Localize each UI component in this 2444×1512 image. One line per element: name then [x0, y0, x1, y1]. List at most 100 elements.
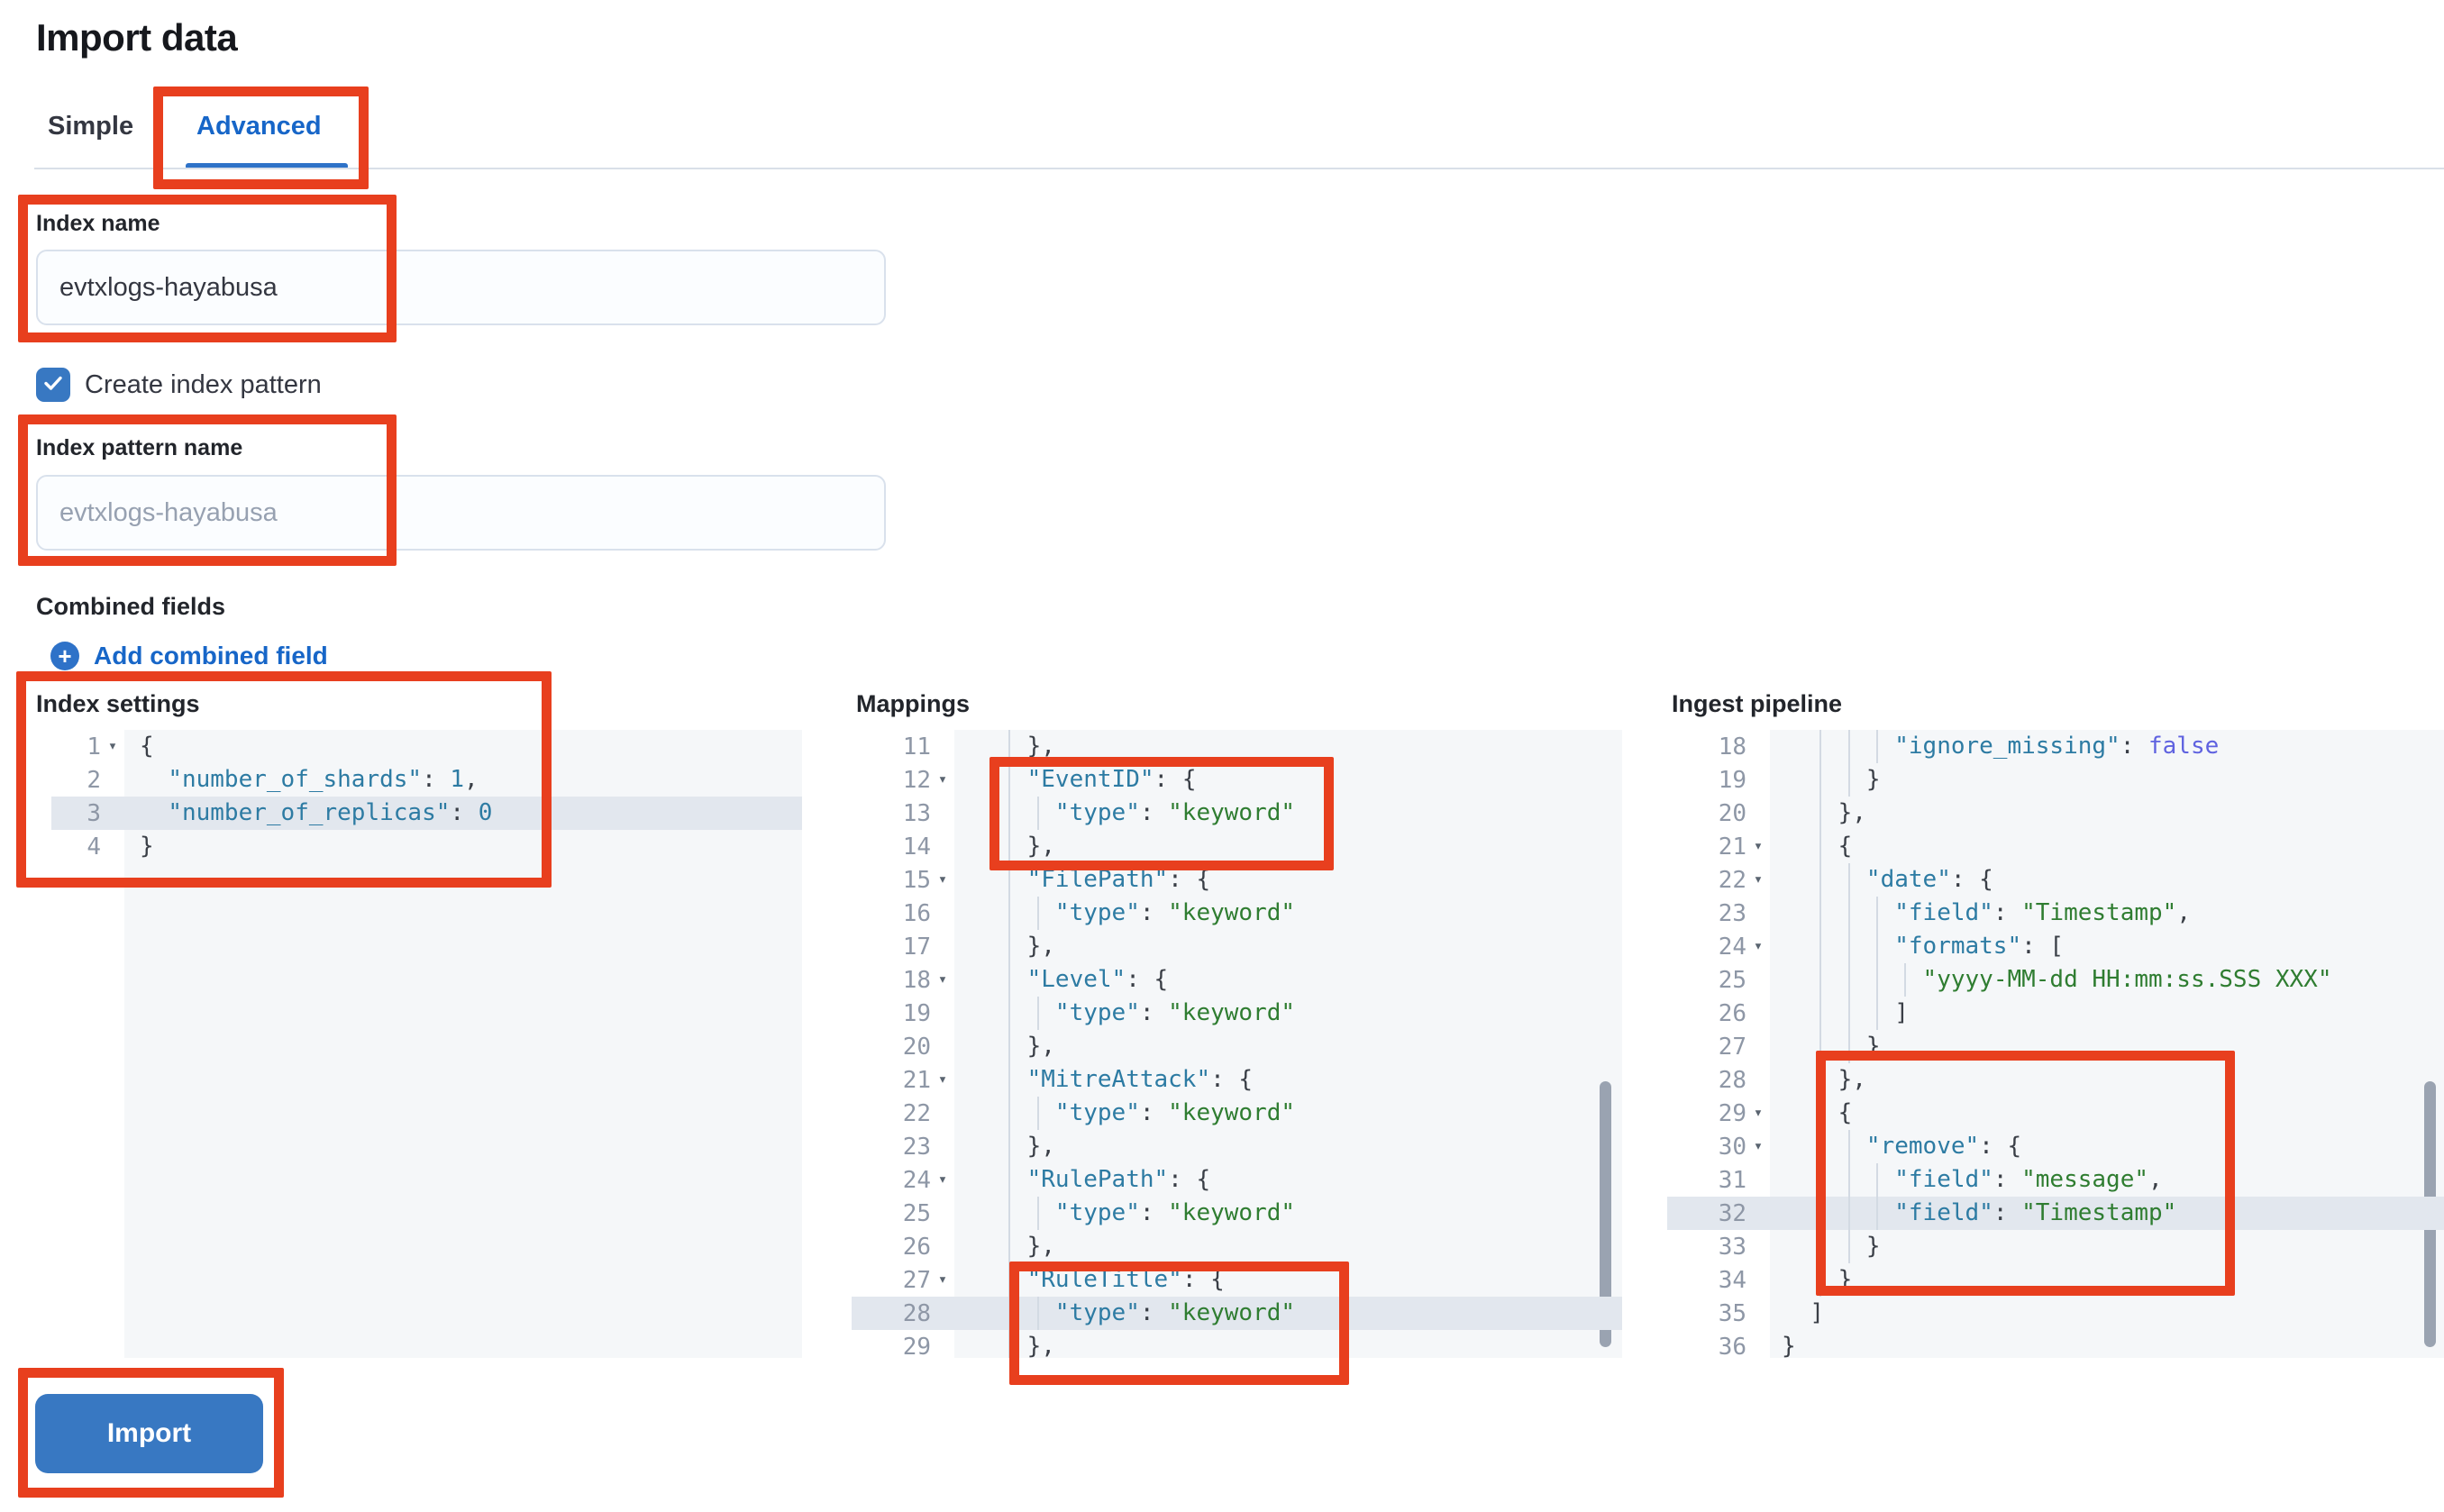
- code-text: "date": {: [1770, 863, 2444, 897]
- code-line-17: 17 },: [852, 930, 1622, 963]
- line-number: 16: [902, 899, 931, 927]
- code-line-22: 22 ▾ "date": {: [1667, 863, 2444, 897]
- fold-arrow-icon[interactable]: ▾: [1753, 1137, 1764, 1155]
- line-number: 32: [1718, 1199, 1746, 1227]
- line-number: 24: [1718, 933, 1746, 961]
- indent-guide: [1036, 1297, 1039, 1330]
- indent-guide: [1875, 897, 1878, 930]
- indent-guide: [1875, 1197, 1878, 1230]
- code-line-33: 33 }: [1667, 1230, 2444, 1263]
- index-settings-editor[interactable]: 1▾{2 "number_of_shards": 1,3 "number_of_…: [51, 730, 802, 1358]
- indent-guide: [1008, 730, 1011, 763]
- fold-arrow-icon[interactable]: ▾: [937, 1170, 948, 1189]
- line-number: 36: [1718, 1333, 1746, 1359]
- code-line-30: 30 ▾ "remove": {: [1667, 1130, 2444, 1163]
- line-number-gutter: 35: [1667, 1297, 1770, 1330]
- code-text: }: [1770, 763, 2444, 797]
- indent-guide: [1819, 1063, 1822, 1097]
- line-number-gutter: 24 ▾: [1667, 930, 1770, 963]
- line-number: 13: [902, 799, 931, 827]
- fold-arrow-icon[interactable]: ▾: [107, 737, 118, 755]
- fold-arrow-icon[interactable]: ▾: [937, 770, 948, 788]
- code-text: "EventID": {: [954, 763, 1622, 797]
- active-tab-underline: [186, 163, 348, 169]
- fold-arrow-icon[interactable]: ▾: [1753, 870, 1764, 888]
- code-text: "number_of_replicas": 0: [168, 799, 493, 826]
- code-text: {: [1770, 1097, 2444, 1130]
- code-text: "field": "Timestamp",: [1770, 897, 2444, 930]
- index-pattern-name-label: Index pattern name: [36, 435, 243, 460]
- code-text: "remove": {: [1770, 1130, 2444, 1163]
- fold-arrow-icon[interactable]: ▾: [937, 1271, 948, 1289]
- line-number: 15: [902, 866, 931, 894]
- indent-guide: [1847, 1197, 1850, 1230]
- line-number-gutter: 26: [1667, 997, 1770, 1030]
- indent-guide: [1904, 963, 1907, 997]
- indent-guide: [1036, 997, 1039, 1030]
- line-number: 26: [1718, 999, 1746, 1027]
- create-index-pattern-checkbox[interactable]: [36, 368, 70, 402]
- code-line-27: 27▾ "RuleTitle": {: [852, 1263, 1622, 1297]
- mappings-editor[interactable]: 11 },12▾ "EventID": {13 "type": "keyword…: [852, 730, 1622, 1358]
- code-text: "ignore_missing": false: [1770, 730, 2444, 763]
- code-text: }: [1770, 1230, 2444, 1263]
- indent-guide: [1819, 797, 1822, 830]
- code-text: "RulePath": {: [954, 1163, 1622, 1197]
- indent-guide: [1008, 1297, 1011, 1330]
- code-text: "MitreAttack": {: [954, 1063, 1622, 1097]
- fold-arrow-icon[interactable]: ▾: [937, 970, 948, 988]
- line-number: 35: [1718, 1299, 1746, 1327]
- create-index-pattern-label: Create index pattern: [85, 369, 322, 399]
- code-line-31: 31 "field": "message",: [1667, 1163, 2444, 1197]
- code-line-28: 28 },: [1667, 1063, 2444, 1097]
- code-text: "number_of_shards": 1,: [168, 766, 479, 793]
- line-number: 3: [87, 799, 101, 827]
- fold-arrow-icon[interactable]: ▾: [1753, 837, 1764, 855]
- line-number-gutter: 21▾: [852, 1063, 954, 1097]
- code-text: },: [1770, 797, 2444, 830]
- indent-guide: [1875, 730, 1878, 763]
- line-number: 30: [1718, 1133, 1746, 1161]
- indent-guide: [1819, 897, 1822, 930]
- code-line-24: 24▾ "formats": [: [1667, 930, 2444, 963]
- index-pattern-name-input[interactable]: evtxlogs-hayabusa: [36, 475, 886, 551]
- indent-guide: [1008, 830, 1011, 863]
- line-number-gutter: 28: [1667, 1063, 1770, 1097]
- fold-arrow-icon[interactable]: ▾: [1753, 937, 1764, 955]
- code-line-15: 15▾ "FilePath": {: [852, 863, 1622, 897]
- tab-simple[interactable]: Simple: [48, 112, 134, 141]
- indent-guide: [1008, 930, 1011, 963]
- import-button[interactable]: Import: [35, 1394, 263, 1473]
- index-name-value: evtxlogs-hayabusa: [59, 272, 278, 302]
- fold-arrow-icon[interactable]: ▾: [937, 1070, 948, 1088]
- page-title: Import data: [36, 16, 238, 59]
- line-number-gutter: 27▾: [852, 1263, 954, 1297]
- index-name-input[interactable]: evtxlogs-hayabusa: [36, 250, 886, 325]
- indent-guide: [1819, 963, 1822, 997]
- line-number-gutter: 20: [1667, 797, 1770, 830]
- code-text: },: [954, 1130, 1622, 1163]
- scrollbar-thumb[interactable]: [1600, 1081, 1611, 1347]
- code-text: },: [954, 730, 1622, 763]
- code-line-19: 19 }: [1667, 763, 2444, 797]
- ingest-pipeline-heading: Ingest pipeline: [1672, 690, 1843, 717]
- fold-arrow-icon[interactable]: ▾: [1753, 1104, 1764, 1122]
- fold-arrow-icon[interactable]: ▾: [937, 870, 948, 888]
- code-line-12: 12▾ "EventID": {: [852, 763, 1622, 797]
- indent-guide: [1008, 1030, 1011, 1063]
- add-combined-field-link[interactable]: + Add combined field: [50, 642, 328, 670]
- code-text: "type": "keyword": [954, 897, 1622, 930]
- line-number: 19: [1718, 766, 1746, 794]
- code-text: }: [1770, 1263, 2444, 1297]
- line-number: 22: [1718, 866, 1746, 894]
- indent-guide: [1847, 930, 1850, 963]
- line-number-gutter: 21▾: [1667, 830, 1770, 863]
- line-number: 22: [902, 1099, 931, 1127]
- line-number-gutter: 28: [852, 1297, 954, 1330]
- code-line-13: 13 "type": "keyword": [852, 797, 1622, 830]
- indent-guide: [1008, 763, 1011, 797]
- tab-advanced[interactable]: Advanced: [196, 112, 322, 141]
- line-number-gutter: 16: [852, 897, 954, 930]
- indent-guide: [1036, 1197, 1039, 1230]
